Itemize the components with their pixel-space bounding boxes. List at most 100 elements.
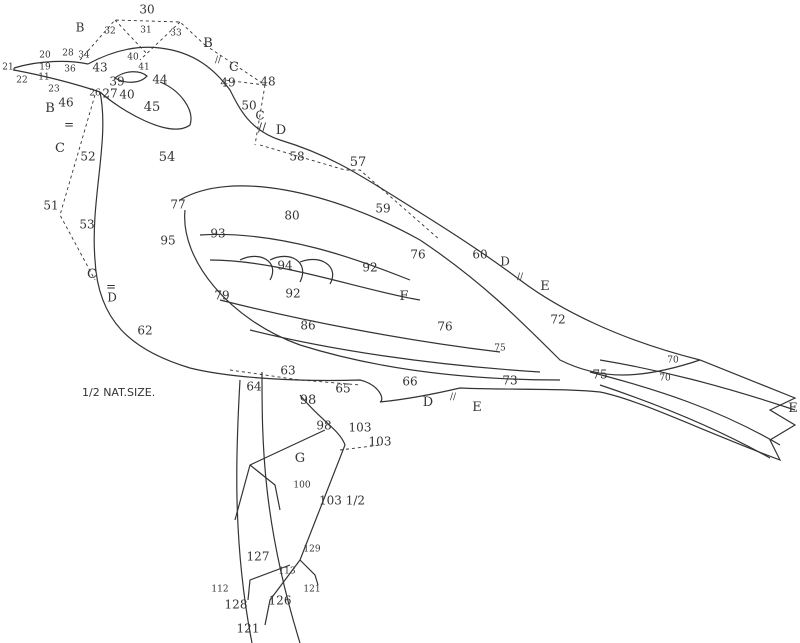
region-label: D <box>275 122 287 138</box>
tail <box>589 359 796 459</box>
region-label: 39 <box>109 74 125 89</box>
region-label: 40 <box>127 52 139 63</box>
region-label: B <box>45 100 55 116</box>
region-label: F <box>399 288 409 304</box>
region-label: 103 <box>348 420 372 435</box>
region-label: C <box>55 140 65 156</box>
region-label: 58 <box>289 149 305 164</box>
region-label: 31 <box>140 25 152 36</box>
region-label: 44 <box>152 72 168 87</box>
region-label: = <box>105 279 117 294</box>
region-label: 76 <box>437 319 453 334</box>
region-label: 27 <box>102 86 118 101</box>
region-label: 103 1/2 <box>318 493 366 508</box>
region-label: 72 <box>550 312 566 327</box>
region-label: // <box>214 55 222 66</box>
region-label: 86 <box>300 318 316 333</box>
region-label: 63 <box>280 363 296 378</box>
coverts <box>239 255 334 285</box>
region-label: 94 <box>277 258 293 273</box>
head-outline <box>87 46 797 462</box>
region-label: 66 <box>402 374 418 389</box>
region-label: 48 <box>260 74 276 89</box>
region-label: 59 <box>375 201 391 216</box>
region-label: B <box>203 35 213 51</box>
region-label: 19 <box>39 62 51 73</box>
region-label: 70 <box>667 355 679 366</box>
region-label: 62 <box>137 323 153 338</box>
region-label: 92 <box>285 286 301 301</box>
region-label: 75 <box>494 343 506 354</box>
beak <box>13 60 101 93</box>
region-label: 49 <box>220 75 236 90</box>
region-label: 126 <box>268 593 292 608</box>
region-label: D <box>500 254 510 269</box>
region-label: = <box>63 117 75 132</box>
region-label: 129 <box>303 544 321 555</box>
region-label: 45 <box>143 99 161 115</box>
region-label: 98 <box>316 418 332 433</box>
region-label: 121 <box>303 584 321 595</box>
region-label: C <box>255 108 265 123</box>
region-label: D <box>107 290 117 305</box>
region-label: // <box>257 120 267 135</box>
region-label: 34 <box>78 50 90 61</box>
region-label: 79 <box>214 288 230 303</box>
region-label: 128 <box>224 597 248 612</box>
region-label: 80 <box>284 208 300 223</box>
region-label: 32 <box>104 26 116 37</box>
region-label: 65 <box>335 381 351 396</box>
region-label: 11 <box>38 72 50 83</box>
region-label: 21 <box>2 62 14 73</box>
region-label: 43 <box>92 60 108 75</box>
region-label: 36 <box>64 64 76 75</box>
region-label: 30 <box>139 2 155 17</box>
region-label: 76 <box>410 247 426 262</box>
region-label: // <box>516 272 524 283</box>
eye-region <box>99 71 192 130</box>
region-label: 92 <box>362 260 378 275</box>
region-label: 75 <box>592 367 608 382</box>
region-label: 98 <box>299 392 317 408</box>
region-guides <box>59 19 441 451</box>
region-label: 112 <box>211 584 229 595</box>
region-label: E <box>540 278 550 294</box>
region-label: 33 <box>170 28 182 39</box>
region-label: 51 <box>43 198 59 213</box>
scale-note: 1/2 NAT.SIZE. <box>82 386 156 399</box>
region-label: C <box>87 266 97 282</box>
region-label: 60 <box>472 247 488 262</box>
wing <box>179 185 701 381</box>
region-label: 54 <box>158 149 176 165</box>
region-label: 46 <box>58 95 74 110</box>
region-label: G <box>294 450 306 466</box>
region-label: 113 <box>278 566 296 577</box>
region-label: 73 <box>502 373 518 388</box>
region-label: 93 <box>210 226 226 241</box>
region-label: 57 <box>349 154 367 170</box>
branch <box>236 371 301 643</box>
region-label: 20 <box>39 50 51 61</box>
region-label: 22 <box>16 75 28 86</box>
region-label: E <box>788 400 798 416</box>
region-label: 77 <box>170 197 186 212</box>
region-label: C <box>229 59 239 75</box>
breast-outline <box>93 91 383 403</box>
region-label: 70 <box>659 373 671 384</box>
region-label: E <box>472 399 482 415</box>
region-label: 28 <box>62 48 74 59</box>
region-label: D <box>422 394 434 410</box>
region-label: 26 <box>89 88 101 99</box>
region-label: 103 <box>368 434 392 449</box>
region-label: 40 <box>119 87 135 102</box>
region-label: 41 <box>138 62 150 73</box>
region-label: B <box>75 20 85 35</box>
region-label: 64 <box>246 379 262 394</box>
region-label: 95 <box>160 233 176 248</box>
region-label: 127 <box>246 549 270 564</box>
region-label: 53 <box>79 217 95 232</box>
region-label: 23 <box>48 84 60 95</box>
region-label: 121 <box>236 621 260 636</box>
leg <box>234 394 346 626</box>
